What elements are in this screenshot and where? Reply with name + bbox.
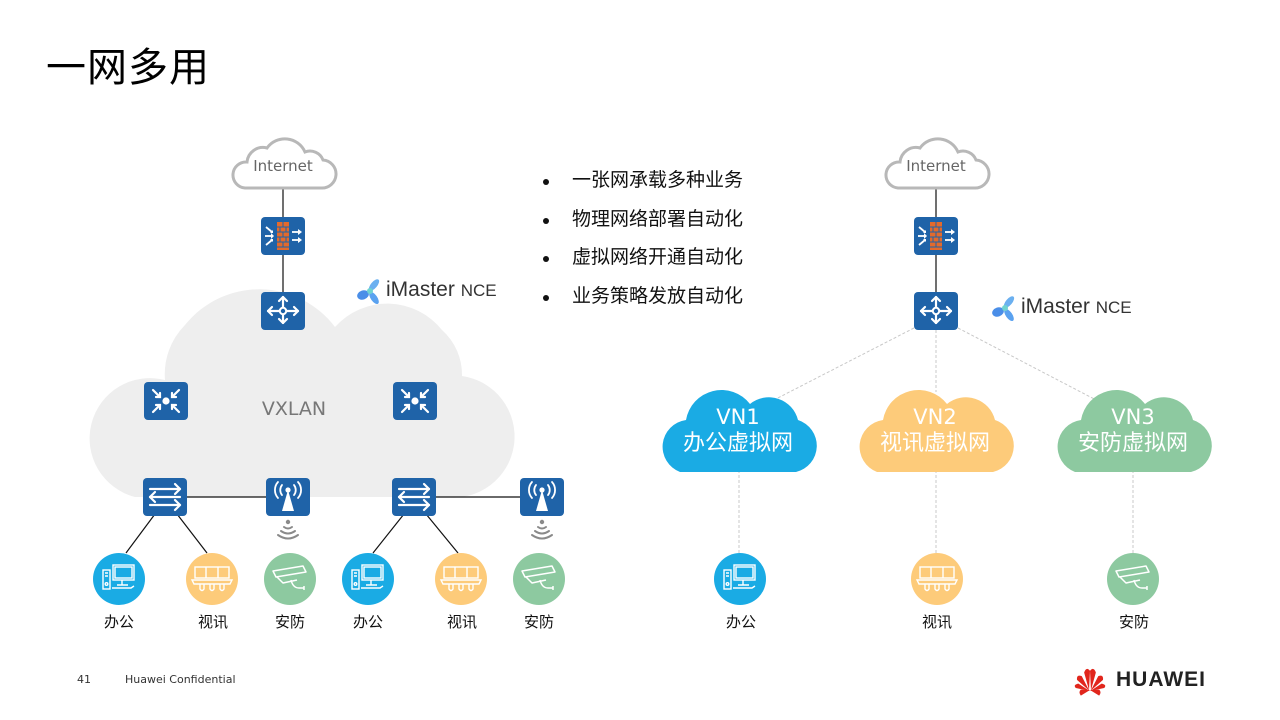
video-conference-icon: [910, 552, 964, 606]
firewall-icon: [914, 217, 958, 255]
page-number: 41: [77, 673, 91, 686]
imaster-nce-logo-icon: [355, 277, 381, 306]
bullet-item: 一张网承载多种业务: [540, 165, 743, 204]
vn-cloud-vn2: [859, 389, 1014, 472]
endpoint-label: 办公: [725, 613, 756, 631]
endpoint-label: 视讯: [446, 613, 477, 631]
vn3-cloud-text: VN3 安防虚拟网: [1058, 405, 1208, 459]
vn-name: 办公虚拟网: [682, 431, 793, 456]
imaster-nce-label-right: iMaster NCE: [1021, 295, 1132, 319]
endpoint-label: 安防: [1118, 613, 1149, 631]
internet-label-right: Internet: [906, 157, 966, 175]
endpoint-label: 办公: [352, 613, 383, 631]
confidential-label: Huawei Confidential: [125, 673, 236, 686]
security-camera-icon: [1106, 552, 1160, 606]
endpoint-label: 办公: [103, 613, 134, 631]
imaster-suffix: NCE: [1095, 298, 1132, 317]
vn-id: VN2: [913, 405, 957, 429]
vxlan-fabric-cloud: [89, 289, 515, 498]
endpoint-label: 安防: [523, 613, 554, 631]
vn-id: VN1: [716, 405, 760, 429]
router-icon: [914, 292, 958, 330]
video-conference-icon: [185, 552, 239, 606]
feature-bullet-list: 一张网承载多种业务 物理网络部署自动化 虚拟网络开通自动化 业务策略发放自动化: [540, 165, 743, 319]
vn-name: 视讯虚拟网: [879, 431, 990, 456]
security-camera-icon: [263, 552, 317, 606]
page-title: 一网多用: [46, 45, 210, 91]
endpoint-label: 视讯: [921, 613, 952, 631]
access-point-icon: [266, 478, 310, 516]
office-pc-icon: [92, 552, 146, 606]
security-camera-icon: [512, 552, 566, 606]
core-switch-icon: [144, 382, 188, 420]
huawei-logo-icon: [1074, 668, 1106, 696]
endpoint-label: 视讯: [197, 613, 228, 631]
internet-label-left: Internet: [253, 157, 313, 175]
access-switch-icon: [143, 478, 187, 516]
imaster-suffix: NCE: [460, 281, 497, 300]
vn-name: 安防虚拟网: [1077, 431, 1188, 456]
imaster-name: iMaster: [386, 278, 455, 301]
vn2-cloud-text: VN2 视讯虚拟网: [860, 405, 1010, 459]
bullet-item: 物理网络部署自动化: [540, 204, 743, 243]
bullet-item: 业务策略发放自动化: [540, 281, 743, 320]
access-switch-icon: [392, 478, 436, 516]
firewall-icon: [261, 217, 305, 255]
wifi-icon: [531, 518, 553, 540]
core-switch-icon: [393, 382, 437, 420]
vn-cloud-vn3: [1057, 389, 1212, 472]
vn-cloud-vn1: [662, 389, 817, 472]
huawei-wordmark: HUAWEI: [1116, 668, 1206, 691]
vn-id: VN3: [1111, 405, 1155, 429]
video-conference-icon: [434, 552, 488, 606]
endpoint-label: 安防: [274, 613, 305, 631]
vn1-cloud-text: VN1 办公虚拟网: [663, 405, 813, 459]
imaster-name: iMaster: [1021, 295, 1090, 318]
router-icon: [261, 292, 305, 330]
imaster-nce-logo-icon: [990, 294, 1016, 323]
office-pc-icon: [713, 552, 767, 606]
access-point-icon: [520, 478, 564, 516]
vxlan-label: VXLAN: [261, 398, 327, 420]
wifi-icon: [277, 518, 299, 540]
imaster-nce-label-left: iMaster NCE: [386, 278, 497, 302]
office-pc-icon: [341, 552, 395, 606]
right-logical-links: [738, 327, 1134, 553]
bullet-item: 虚拟网络开通自动化: [540, 242, 743, 281]
